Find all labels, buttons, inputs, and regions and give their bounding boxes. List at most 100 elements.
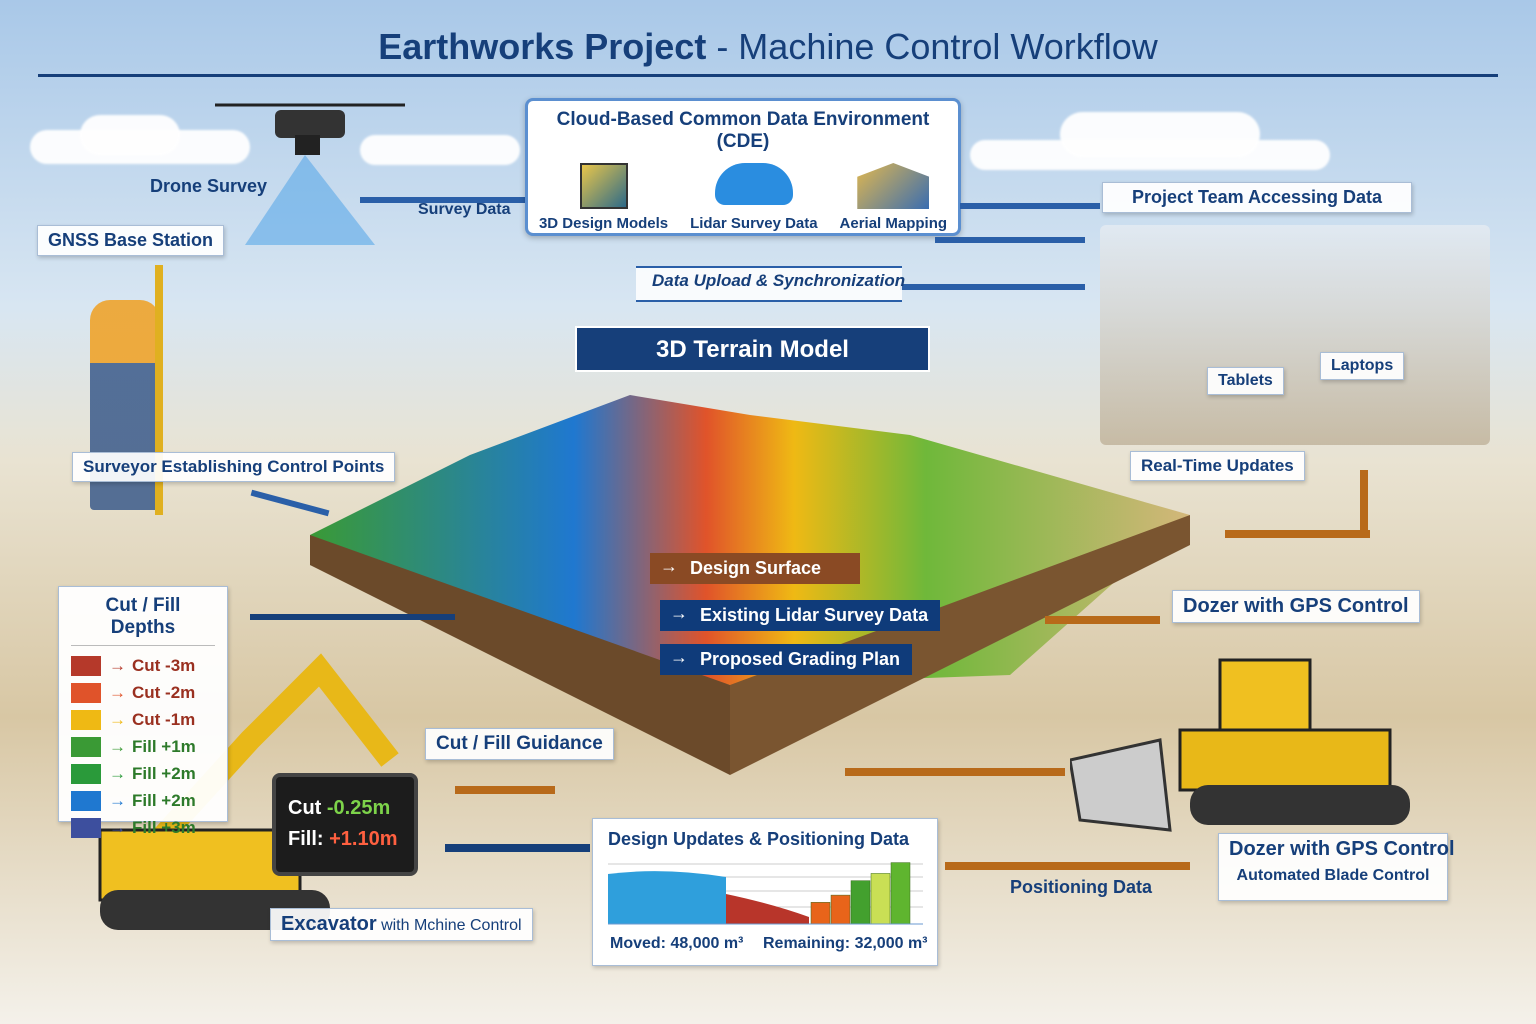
dozer-figure [1068, 640, 1420, 840]
guidance-double-arrow [845, 768, 1065, 776]
title-rule [38, 74, 1498, 77]
realtime-arrow [1225, 530, 1370, 538]
legend-swatch [71, 817, 101, 838]
chart-moved: Moved: 48,000 m³ [610, 935, 744, 952]
fill-value: +1.10m [329, 828, 398, 850]
dozer-top-label: Dozer with GPS Control [1172, 590, 1420, 623]
legend-label: Fill +3m [132, 817, 196, 837]
terrain-model [310, 385, 1190, 775]
legend-item: → Fill +1m [71, 733, 215, 760]
tripod-icon [155, 265, 163, 515]
positioning-label: Positioning Data [1010, 877, 1153, 897]
chart-bar [870, 873, 891, 925]
design-updates-chart: Design Updates & Positioning Data Moved:… [592, 818, 938, 966]
terrain-to-legend-arrow [250, 614, 455, 620]
realtime-arrow-up [1360, 470, 1368, 538]
moved-area [608, 871, 726, 924]
arrow-icon: → [109, 682, 126, 702]
survey-data-arrow [360, 197, 525, 203]
upload-label: Data Upload & Synchronization [652, 271, 906, 290]
remaining-area [726, 894, 809, 924]
page-title: Earthworks Project - Machine Control Wor… [0, 26, 1536, 68]
cloud [80, 115, 180, 155]
cut-fill-legend: Cut / Fill Depths → Cut -3m → Cut -2m → Cut -… [58, 586, 228, 838]
proposed-grading-tag[interactable]: Proposed Grading Plan [660, 644, 913, 675]
excavator-label-bold: Excavator [281, 913, 377, 935]
cde-to-team-arrow-2 [935, 237, 1085, 243]
cde-to-team-arrow [960, 203, 1100, 209]
tablets-label: Tablets [1207, 367, 1284, 395]
positioning-double-arrow [945, 862, 1190, 870]
legend-item: → Cut -3m [71, 652, 215, 679]
blade-label: Automated Blade Control [1236, 867, 1430, 884]
legend-item: → Fill +2m [71, 760, 215, 787]
legend-label: Fill +1m [132, 736, 196, 756]
cloud [360, 135, 520, 165]
terrain-to-dozer-arrow [1045, 616, 1160, 624]
legend-item: → Fill +2m [71, 787, 215, 814]
legend-label: Cut -2m [132, 682, 196, 702]
upload-line [636, 266, 902, 302]
legend-swatch [71, 655, 101, 676]
cut-label: Cut [288, 797, 322, 819]
arrow-icon: → [109, 817, 126, 837]
cde-title: Cloud-Based Common Data Environment (CDE… [556, 109, 930, 152]
realtime-label: Real-Time Updates [1130, 451, 1305, 481]
legend-label: Cut -3m [132, 655, 196, 675]
cloud-icon [714, 163, 793, 205]
cde-item: 3D Design Models [539, 163, 668, 232]
dozer-bottom-panel: Dozer with GPS Control Automated Blade C… [1218, 833, 1455, 901]
cde-item: Lidar Survey Data [690, 163, 818, 232]
cde-panel: Cloud-Based Common Data Environment (CDE… [525, 98, 961, 236]
gnss-label: GNSS Base Station [37, 225, 225, 256]
chart-to-screen-arrow [445, 844, 590, 852]
arrow-icon: → [109, 655, 126, 675]
arrow-icon: → [109, 709, 126, 729]
fill-label: Fill: [288, 828, 324, 850]
cut-value: -0.25m [326, 797, 391, 819]
cde-item: Aerial Mapping [839, 163, 948, 232]
terrain-model-banner: 3D Terrain Model [575, 326, 930, 372]
chart-bar [850, 880, 871, 925]
chart-plot [608, 862, 923, 925]
chart-remaining: Remaining: 32,000 m³ [763, 935, 928, 952]
cloud [1060, 112, 1260, 157]
terrain-model-title: 3D Terrain Model [656, 336, 849, 363]
cube-icon [579, 163, 628, 209]
arrow-icon: → [109, 763, 126, 783]
chart-bar [890, 862, 911, 925]
legend-swatch [71, 682, 101, 703]
chart-title: Design Updates & Positioning Data [608, 829, 910, 849]
cde-item-label: Lidar Survey Data [690, 215, 818, 232]
legend-swatch [71, 763, 101, 784]
cde-item-label: Aerial Mapping [839, 215, 948, 232]
machine-display: Cut -0.25m Fill: +1.10m [272, 773, 418, 876]
legend-item: → Cut -1m [71, 706, 215, 733]
legend-item: → Cut -2m [71, 679, 215, 706]
team-label: Project Team Accessing Data [1102, 182, 1412, 213]
arrow-icon: → [109, 736, 126, 756]
guidance-arrow [455, 786, 555, 794]
excavator-label: Excavator with Mchine Control [270, 908, 533, 941]
legend-label: Cut -1m [132, 709, 196, 729]
map-icon [857, 163, 930, 209]
drone-icon [205, 95, 415, 245]
survey-data-label: Survey Data [418, 201, 511, 218]
legend-title: Cut / Fill Depths [71, 595, 215, 646]
legend-label: Fill +2m [132, 790, 196, 810]
upload-to-team-arrow [900, 284, 1085, 290]
existing-lidar-tag[interactable]: Existing Lidar Survey Data [660, 600, 941, 631]
design-surface-tag[interactable]: Design Surface [650, 553, 860, 584]
surveyor-label: Surveyor Establishing Control Points [72, 452, 396, 482]
guidance-label: Cut / Fill Guidance [425, 728, 614, 760]
drone-survey-label: Drone Survey [150, 176, 268, 196]
arrow-icon: → [109, 790, 126, 810]
legend-label: Fill +2m [132, 763, 196, 783]
chart-bar [830, 894, 851, 925]
legend-swatch [71, 709, 101, 730]
chart-bar [810, 902, 831, 925]
team-scene [1100, 225, 1490, 445]
title-bold: Earthworks Project [378, 26, 707, 67]
legend-swatch [71, 790, 101, 811]
cde-item-label: 3D Design Models [538, 215, 669, 232]
